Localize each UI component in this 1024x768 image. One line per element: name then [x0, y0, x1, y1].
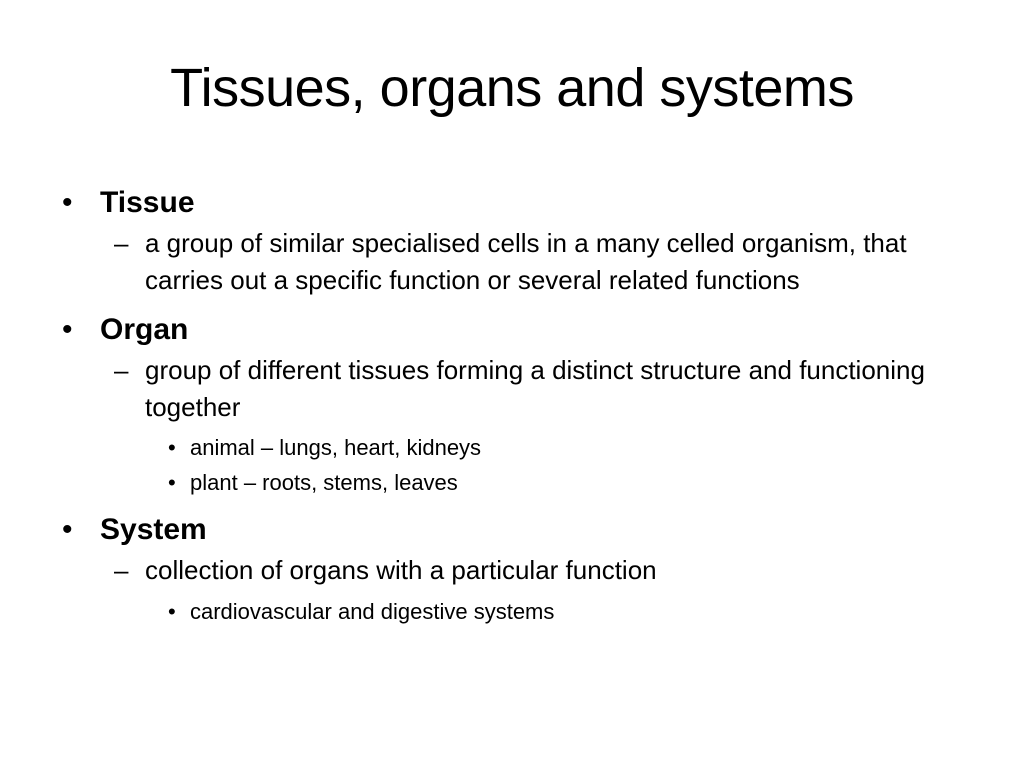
dash-icon: – [114, 555, 129, 585]
sub-bullet: – a group of similar specialised cells i… [56, 225, 976, 298]
bullet-dot-icon: • [168, 470, 176, 495]
slide-body: • Tissue – a group of similar specialise… [56, 183, 976, 627]
bullet-dot-icon: • [62, 513, 73, 546]
bullet-dot-icon: • [62, 313, 73, 346]
dash-icon: – [114, 228, 129, 258]
bullet-system: • System [56, 510, 976, 550]
bullet-heading: Tissue [100, 186, 195, 219]
sub-sub-bullet: • animal – lungs, heart, kidneys [56, 433, 976, 463]
sub-bullet-text: group of different tissues forming a dis… [145, 355, 925, 422]
sub-bullet: – group of different tissues forming a d… [56, 352, 976, 425]
bullet-organ: • Organ [56, 310, 976, 350]
sub-sub-bullet: • cardiovascular and digestive systems [56, 597, 976, 627]
sub-sub-bullet-text: cardiovascular and digestive systems [190, 598, 555, 624]
bullet-tissue: • Tissue [56, 183, 976, 223]
sub-sub-bullet-text: animal – lungs, heart, kidneys [190, 435, 482, 460]
sub-bullet-text: a group of similar specialised cells in … [145, 228, 907, 295]
sub-bullet-text: collection of organs with a particular f… [145, 555, 657, 585]
dash-icon: – [114, 355, 129, 385]
sub-sub-bullet-text: plant – roots, stems, leaves [190, 470, 458, 495]
bullet-heading: System [100, 513, 207, 546]
bullet-heading: Organ [100, 313, 189, 346]
sub-bullet: – collection of organs with a particular… [56, 552, 976, 589]
bullet-dot-icon: • [168, 598, 176, 624]
slide-title: Tissues, organs and systems [170, 58, 854, 118]
bullet-dot-icon: • [168, 435, 176, 460]
sub-sub-bullet: • plant – roots, stems, leaves [56, 468, 976, 498]
bullet-dot-icon: • [62, 186, 73, 219]
